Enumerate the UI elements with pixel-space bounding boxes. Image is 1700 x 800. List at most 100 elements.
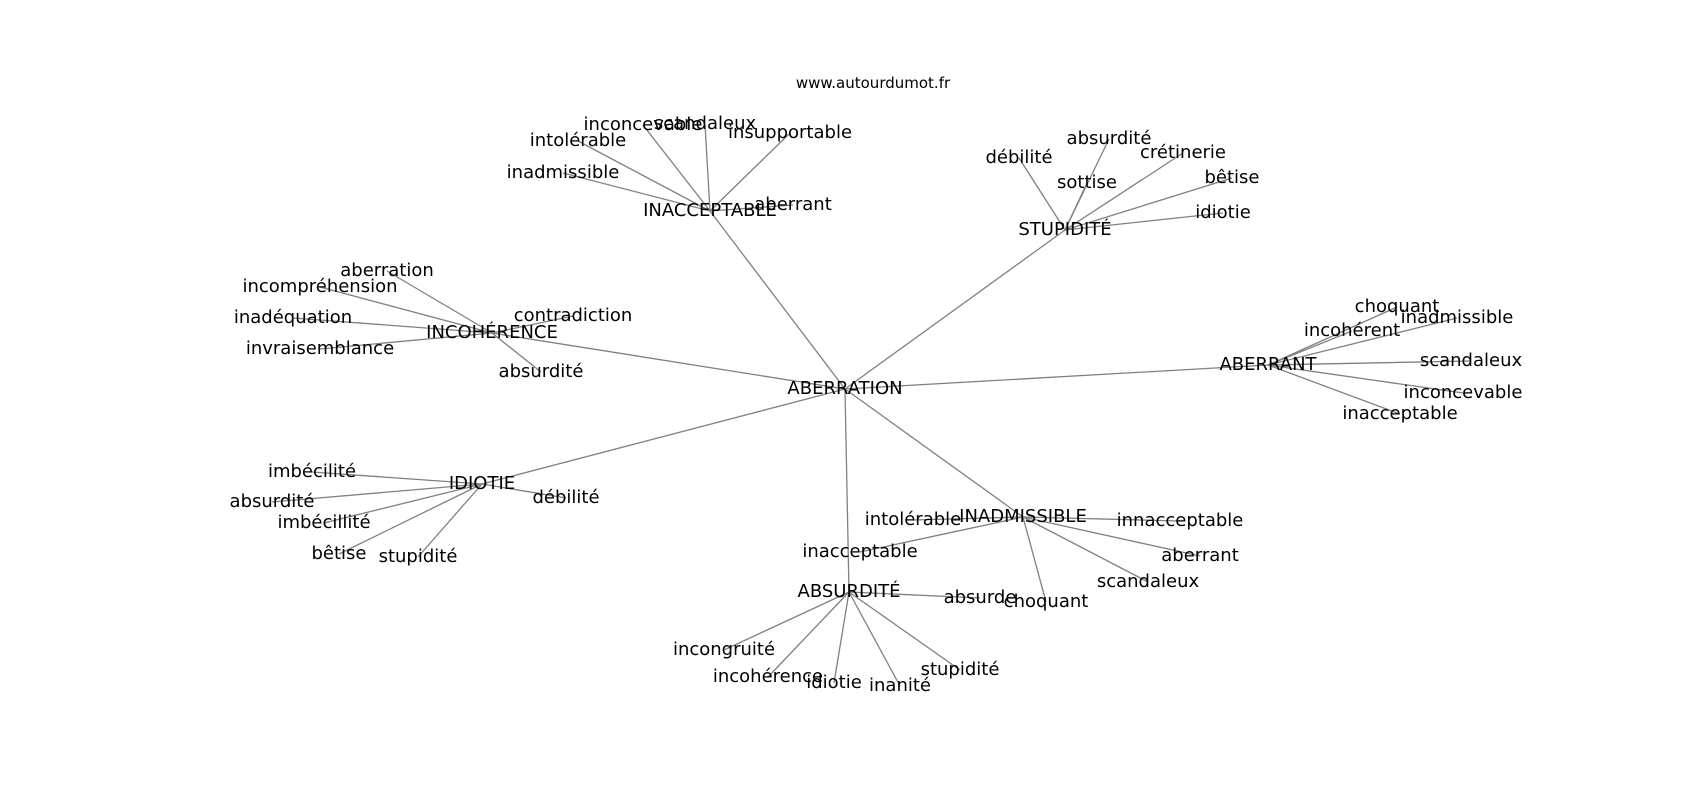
edge-aberration_root-absurdite_hub bbox=[844, 388, 850, 593]
leaf-node-label: incohérence bbox=[713, 666, 823, 687]
leaf-node-label: bêtise bbox=[311, 543, 366, 564]
edge-incoherence_hub-incoh_incomprehension bbox=[319, 286, 493, 334]
leaf-node-label: intolérable bbox=[530, 130, 627, 151]
edge-idiotie_hub-idio_imbecilite bbox=[311, 471, 483, 485]
hub-node-label: IDIOTIE bbox=[449, 473, 515, 494]
edge-inadmissible_hub-inadm_choquant bbox=[1022, 516, 1047, 603]
leaf-node-label: absurdité bbox=[230, 491, 315, 512]
edge-absurdite_hub-absu_incoherence bbox=[767, 591, 850, 678]
leaf-node-label: débilité bbox=[532, 487, 599, 508]
leaf-node-label: insupportable bbox=[728, 122, 852, 143]
source-url: www.autourdumot.fr bbox=[796, 74, 951, 92]
leaf-node-label: intolérable bbox=[865, 509, 962, 530]
edge-inacceptable_hub-inacc_aberrant bbox=[709, 204, 794, 212]
edge-aberrant_hub-aberr_incoherent bbox=[1267, 330, 1353, 366]
leaf-node-label: idiotie bbox=[806, 672, 862, 693]
leaf-node-label: inacceptable bbox=[802, 541, 917, 562]
edge-stupidite_hub-stup_debilite bbox=[1018, 157, 1066, 231]
leaf-node-label: idiotie bbox=[1195, 202, 1251, 223]
hub-node-label: INACCEPTABLE bbox=[643, 200, 777, 221]
edge-inacceptable_hub-inacc_insupportable bbox=[709, 132, 791, 212]
leaf-node-label: stupidité bbox=[921, 659, 1000, 680]
leaf-node-label: imbécilité bbox=[268, 461, 356, 482]
edge-aberrant_hub-aberr_scandaleux bbox=[1267, 360, 1472, 366]
leaf-node-label: scandaleux bbox=[1420, 350, 1523, 371]
leaf-node-label: inacceptable bbox=[1342, 403, 1457, 424]
nodes-layer: ABERRATION INACCEPTABLE STUPIDITÉ INCOHÉREN… bbox=[230, 113, 1523, 696]
edge-absurdite_hub-absu_idiotie bbox=[833, 591, 850, 684]
edge-aberrant_hub-aberr_choquant bbox=[1267, 306, 1398, 366]
leaf-node-label: débilité bbox=[985, 147, 1052, 168]
edge-inadmissible_hub-inadm_aberrant bbox=[1022, 516, 1201, 557]
leaf-node-label: bêtise bbox=[1204, 167, 1259, 188]
hub-node-label: STUPIDITÉ bbox=[1018, 218, 1111, 240]
leaf-node-label: inconcevable bbox=[1404, 382, 1523, 403]
edge-incoherence_hub-incoh_invraisemblance bbox=[319, 332, 493, 350]
leaf-node-label: imbécillité bbox=[277, 512, 370, 533]
leaf-node-label: invraisemblance bbox=[246, 338, 394, 359]
leaf-node-label: aberrant bbox=[754, 194, 832, 215]
edge-idiotie_hub-idio_stupidite bbox=[417, 483, 483, 558]
leaf-node-label: aberration bbox=[340, 260, 434, 281]
leaf-node-label: inanité bbox=[869, 675, 931, 696]
edges-layer bbox=[271, 123, 1472, 687]
leaf-node-label: incongruité bbox=[673, 639, 775, 660]
leaf-node-label: inconcevable bbox=[584, 114, 703, 135]
edge-incoherence_hub-incoh_contradiction bbox=[491, 315, 574, 334]
leaf-node-label: innacceptable bbox=[1117, 510, 1244, 531]
edge-absurdite_hub-absu_stupidite bbox=[848, 591, 961, 671]
edge-aberrant_hub-aberr_inadmissible bbox=[1267, 317, 1458, 366]
leaf-node-label: inadéquation bbox=[234, 307, 352, 328]
leaf-node-label: crétinerie bbox=[1140, 142, 1226, 163]
edge-idiotie_hub-idio_debilite bbox=[481, 483, 567, 499]
edge-aberration_root-stupidite_hub bbox=[844, 229, 1066, 390]
edge-idiotie_hub-idio_absurdite bbox=[271, 483, 483, 503]
edge-incoherence_hub-incoh_inadequation bbox=[292, 317, 493, 334]
edge-idiotie_hub-idio_betise bbox=[338, 483, 483, 555]
edge-absurdite_hub-absu_absurde bbox=[848, 591, 981, 599]
leaf-node-label: incohérent bbox=[1304, 320, 1400, 341]
edge-inacceptable_hub-inacc_inadmissible bbox=[562, 172, 711, 212]
edge-stupidite_hub-stup_cretinerie bbox=[1064, 152, 1184, 231]
edge-aberration_root-idiotie_hub bbox=[481, 388, 846, 485]
edge-inacceptable_hub-inacc_intolerable bbox=[577, 140, 711, 212]
leaf-node-label: inadmissible bbox=[1401, 307, 1514, 328]
leaf-node-label: inadmissible bbox=[507, 162, 620, 183]
hub-node-label: INADMISSIBLE bbox=[959, 506, 1087, 527]
edge-inadmissible_hub-inadm_innacceptable bbox=[1022, 516, 1181, 522]
leaf-node-label: incompréhension bbox=[242, 276, 397, 297]
edge-aberration_root-inadmissible_hub bbox=[844, 388, 1024, 518]
edge-aberration_root-inacceptable_hub bbox=[709, 210, 846, 390]
leaf-node-label: scandaleux bbox=[654, 113, 757, 134]
leaf-node-label: choquant bbox=[1355, 296, 1440, 317]
edge-absurdite_hub-absu_incongruite bbox=[723, 591, 850, 651]
edge-stupidite_hub-stup_idiotie bbox=[1064, 212, 1224, 231]
edge-incoherence_hub-incoh_aberration bbox=[386, 270, 493, 334]
leaf-node-label: contradiction bbox=[514, 305, 633, 326]
edge-aberration_root-aberrant_hub bbox=[844, 364, 1269, 390]
leaf-node-label: absurdité bbox=[499, 361, 584, 382]
hub-node-label: INCOHÉRENCE bbox=[426, 321, 558, 343]
leaf-node-label: scandaleux bbox=[1097, 571, 1200, 592]
leaf-node-label: absurde bbox=[944, 587, 1017, 608]
edge-idiotie_hub-idio_imbecillite bbox=[323, 483, 483, 524]
edge-incoherence_hub-incoh_absurdite bbox=[491, 332, 542, 373]
leaf-node-label: choquant bbox=[1004, 591, 1089, 612]
leaf-node-label: stupidité bbox=[379, 546, 458, 567]
hub-node-label: ABSURDITÉ bbox=[798, 580, 901, 602]
leaf-node-label: aberrant bbox=[1161, 545, 1239, 566]
hub-node-label: ABERRANT bbox=[1219, 354, 1317, 375]
edge-inacceptable_hub-inacc_inconcevable bbox=[642, 124, 711, 212]
edge-stupidite_hub-stup_betise bbox=[1064, 177, 1233, 231]
edge-aberrant_hub-aberr_inacceptable bbox=[1267, 364, 1401, 415]
edge-aberration_root-incoherence_hub bbox=[491, 332, 846, 390]
leaf-node-label: absurdité bbox=[1067, 128, 1152, 149]
edge-inacceptable_hub-inacc_scandaleux bbox=[704, 123, 711, 212]
leaf-node-label: sottise bbox=[1057, 172, 1117, 193]
edge-inadmissible_hub-inadm_intolerable bbox=[912, 516, 1024, 521]
hub-node-label: ABERRATION bbox=[787, 378, 902, 399]
edge-absurdite_hub-absu_inanite bbox=[848, 591, 901, 687]
edge-inadmissible_hub-inadm_scandaleux bbox=[1022, 516, 1149, 583]
edge-aberrant_hub-aberr_inconcevable bbox=[1267, 364, 1464, 394]
